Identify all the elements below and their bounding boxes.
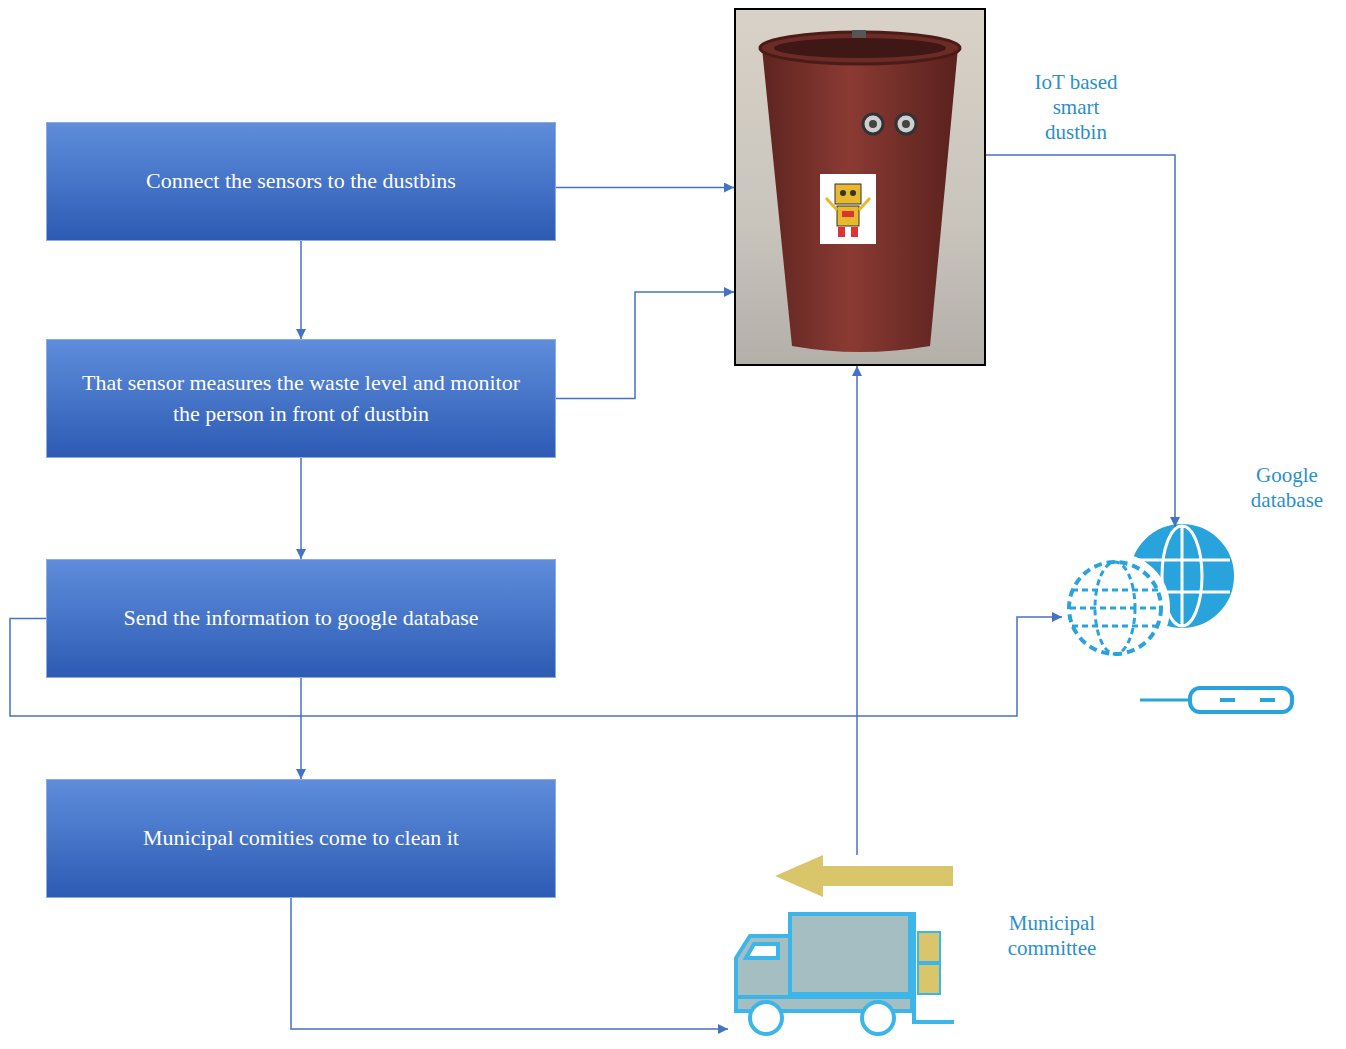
flow-arrow [291, 898, 728, 1029]
flow-arrow [300, 241, 302, 339]
process-box: Municipal comities come to clean it [46, 779, 556, 898]
process-box: Connect the sensors to the dustbins [46, 122, 556, 241]
process-box: That sensor measures the waste level and… [46, 339, 556, 458]
icon-label: Google database [1236, 463, 1338, 513]
step-text: That sensor measures the waste level and… [77, 368, 525, 430]
municipal-node: Municipal committee [728, 855, 960, 1043]
flow-arrow [856, 366, 858, 855]
dustbin-photo [734, 8, 986, 366]
dustbin-node: IoT based smart dustbin [734, 8, 986, 366]
database-node: Google database [1062, 527, 1234, 669]
flow-arrow [300, 458, 302, 559]
step-text: Connect the sensors to the dustbins [146, 166, 456, 197]
flow-arrow [556, 292, 734, 399]
step-text: Municipal comities come to clean it [143, 823, 459, 854]
icon-label: Municipal committee [990, 911, 1114, 961]
globe-icon [1060, 520, 1300, 720]
step-text: Send the information to google database [124, 603, 479, 634]
flow-arrow [556, 187, 734, 189]
truck-icon [728, 852, 960, 1046]
flow-arrow [986, 155, 1175, 527]
icon-label: IoT based smart dustbin [1020, 70, 1132, 146]
process-box: Send the information to google database [46, 559, 556, 678]
flow-arrow [300, 678, 302, 779]
